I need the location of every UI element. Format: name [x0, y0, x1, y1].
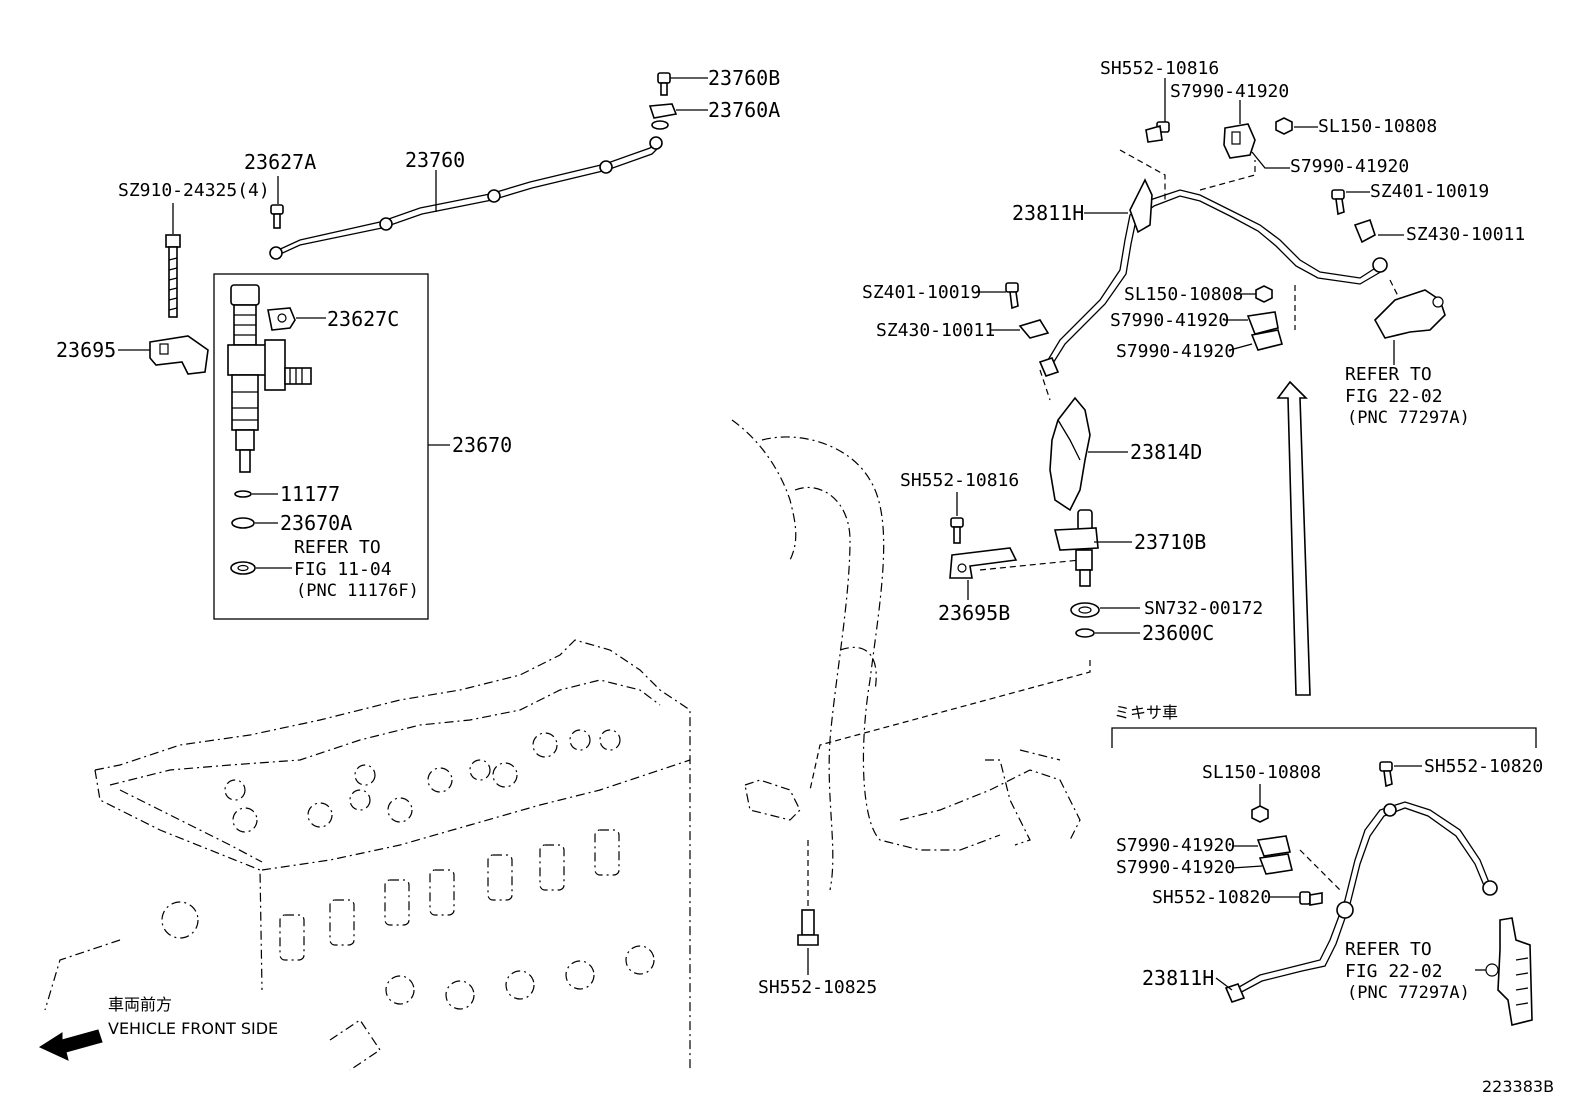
wire-harness-23811H-bottom[interactable] — [1224, 801, 1498, 1003]
refer-2-line-a: REFER TO — [1345, 364, 1432, 385]
washer-SZ430-left[interactable] — [1018, 319, 1050, 339]
sensor-cover-23814D[interactable] — [1049, 396, 1091, 512]
o-ring-23670A[interactable] — [231, 517, 255, 529]
union-bolt-23760B[interactable] — [657, 72, 671, 96]
bolt-SH552-10820-b[interactable] — [1299, 891, 1323, 906]
label-23670: 23670 — [452, 433, 512, 457]
injector-assembly-box — [213, 273, 429, 620]
washer-11176F[interactable] — [230, 561, 256, 575]
label-23811H-bottom: 23811H — [1142, 966, 1214, 990]
refer-2-line-c: (PNC 77297A) — [1347, 408, 1470, 428]
gasket-23760A[interactable] — [648, 103, 678, 130]
front-label-jp: 車両前方 — [108, 995, 172, 1014]
leakage-pipe-23760[interactable] — [269, 136, 663, 260]
bolt-SH552-10816-top[interactable] — [1145, 121, 1170, 143]
sensor-23710B[interactable] — [1053, 509, 1099, 587]
refer-2-line-b: FIG 22-02 — [1345, 386, 1443, 407]
front-label-en: VEHICLE FRONT SIDE — [108, 1019, 278, 1038]
nut-SL150-top[interactable] — [1275, 117, 1293, 135]
label-S7990-top-2: S7990-41920 — [1290, 156, 1409, 177]
refer-3-line-c: (PNC 77297A) — [1347, 983, 1470, 1003]
injector-clamp-23695[interactable] — [149, 335, 209, 375]
injector-23670[interactable] — [227, 284, 312, 473]
label-SH552-10825: SH552-10825 — [758, 977, 877, 998]
reference-arrow-icon — [1276, 380, 1311, 696]
mixer-bracket-line — [1111, 727, 1537, 748]
label-23811H-top: 23811H — [1012, 201, 1084, 225]
label-23695: 23695 — [56, 338, 116, 362]
bolt-SZ401-left[interactable] — [1005, 282, 1019, 310]
refer-3-line-a: REFER TO — [1345, 939, 1432, 960]
label-S7990-mid-2: S7990-41920 — [1116, 341, 1235, 362]
label-SZ910: SZ910-24325(4) — [118, 180, 270, 201]
label-23627A: 23627A — [244, 150, 316, 174]
refer-1-line-b: FIG 11-04 — [294, 559, 392, 580]
diagram-id: 223383B — [1482, 1077, 1554, 1096]
label-23627C: 23627C — [327, 307, 399, 331]
o-ring-11177[interactable] — [234, 490, 252, 498]
intake-pipe-outline — [731, 419, 1081, 891]
bolt-SH552-10825[interactable] — [797, 909, 819, 946]
bolt-SH552-10820-a[interactable] — [1379, 761, 1393, 788]
refer-3-line-b: FIG 22-02 — [1345, 961, 1443, 982]
label-23760: 23760 — [405, 148, 465, 172]
stud-bolt-SZ910[interactable] — [165, 234, 181, 318]
label-SZ401-right: SZ401-10019 — [1370, 181, 1489, 202]
label-23695B: 23695B — [938, 601, 1010, 625]
sensor-bracket-bottom[interactable] — [1485, 917, 1533, 1026]
label-23760A: 23760A — [708, 98, 780, 122]
label-SL150-mid: SL150-10808 — [1124, 284, 1243, 305]
wire-harness-23811H-top[interactable] — [1038, 178, 1388, 377]
bolt-SZ401-right[interactable] — [1331, 189, 1345, 216]
label-SL150-top: SL150-10808 — [1318, 116, 1437, 137]
label-23600C: 23600C — [1142, 621, 1214, 645]
label-S7990-bottom-1: S7990-41920 — [1116, 835, 1235, 856]
label-S7990-top-1: S7990-41920 — [1170, 81, 1289, 102]
injector-bracket-23627C[interactable] — [267, 307, 296, 331]
label-SH552-10816-mid: SH552-10816 — [900, 470, 1019, 491]
label-SZ401-left: SZ401-10019 — [862, 282, 981, 303]
nut-SL150-bottom[interactable] — [1251, 805, 1269, 823]
front-direction-arrow-icon — [38, 1029, 103, 1061]
clamp-S7990-bottom[interactable] — [1256, 835, 1293, 875]
clamp-S7990-mid[interactable] — [1246, 311, 1283, 351]
gasket-SN732[interactable] — [1070, 602, 1100, 618]
label-11177: 11177 — [280, 482, 340, 506]
label-SH552-10820-a: SH552-10820 — [1424, 756, 1543, 777]
label-SZ430-left: SZ430-10011 — [876, 320, 995, 341]
washer-SZ430-right[interactable] — [1353, 218, 1376, 244]
nut-SL150-mid[interactable] — [1255, 285, 1273, 303]
cylinder-head-outline — [44, 639, 691, 1071]
refer-1-line-c: (PNC 11176F) — [296, 581, 419, 601]
label-23710B: 23710B — [1134, 530, 1206, 554]
label-SZ430-right: SZ430-10011 — [1406, 224, 1525, 245]
label-SH552-10820-b: SH552-10820 — [1152, 887, 1271, 908]
label-23814D: 23814D — [1130, 440, 1202, 464]
clamp-S7990-top[interactable] — [1223, 123, 1256, 159]
mixer-truck-label: ミキサ車 — [1114, 703, 1178, 722]
label-23760B: 23760B — [708, 66, 780, 90]
o-ring-23600C[interactable] — [1075, 628, 1095, 638]
label-SN732: SN732-00172 — [1144, 598, 1263, 619]
label-SH552-10816-top: SH552-10816 — [1100, 58, 1219, 79]
bolt-SH552-10816-mid[interactable] — [950, 517, 964, 544]
sensor-bracket-top[interactable] — [1374, 289, 1446, 339]
label-S7990-bottom-2: S7990-41920 — [1116, 857, 1235, 878]
label-23670A: 23670A — [280, 511, 352, 535]
bracket-23695B[interactable] — [949, 547, 1018, 579]
label-SL150-bottom: SL150-10808 — [1202, 762, 1321, 783]
bolt-23627A[interactable] — [270, 204, 284, 229]
refer-1-line-a: REFER TO — [294, 537, 381, 558]
label-S7990-mid-1: S7990-41920 — [1110, 310, 1229, 331]
